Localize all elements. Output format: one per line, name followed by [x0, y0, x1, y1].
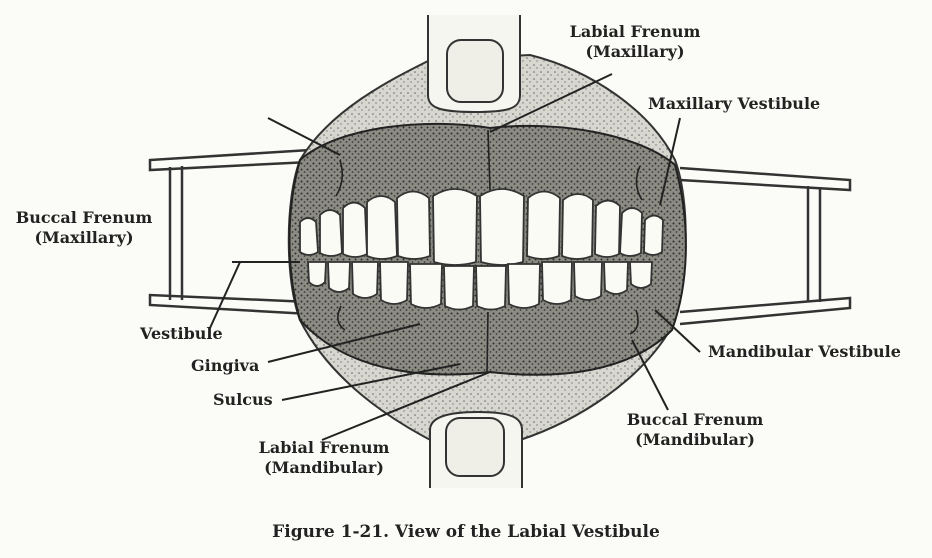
- label-buccal-frenum-mandibular: Buccal Frenum (Mandibular): [610, 410, 780, 450]
- bottom-finger: [430, 412, 522, 488]
- label-gingiva: Gingiva: [191, 356, 259, 376]
- label-line: (Maxillary): [555, 42, 715, 62]
- label-line: Labial Frenum: [244, 438, 404, 458]
- label-line: (Maxillary): [4, 228, 164, 248]
- label-maxillary-vestibule: Maxillary Vestibule: [648, 94, 820, 114]
- label-mandibular-vestibule: Mandibular Vestibule: [708, 342, 901, 362]
- label-line: Labial Frenum: [555, 22, 715, 42]
- label-vestibule: Vestibule: [140, 324, 223, 344]
- label-labial-frenum-mandibular: Labial Frenum (Mandibular): [244, 438, 404, 478]
- left-retractor: [150, 150, 310, 314]
- label-line: (Mandibular): [610, 430, 780, 450]
- figure-caption: Figure 1-21. View of the Labial Vestibul…: [0, 522, 932, 542]
- label-labial-frenum-maxillary: Labial Frenum (Maxillary): [555, 22, 715, 62]
- label-buccal-frenum-maxillary: Buccal Frenum (Maxillary): [4, 208, 164, 248]
- right-retractor: [680, 168, 850, 324]
- label-sulcus: Sulcus: [213, 390, 273, 410]
- label-line: (Mandibular): [244, 458, 404, 478]
- top-finger: [428, 15, 520, 112]
- label-line: Buccal Frenum: [610, 410, 780, 430]
- label-line: Buccal Frenum: [4, 208, 164, 228]
